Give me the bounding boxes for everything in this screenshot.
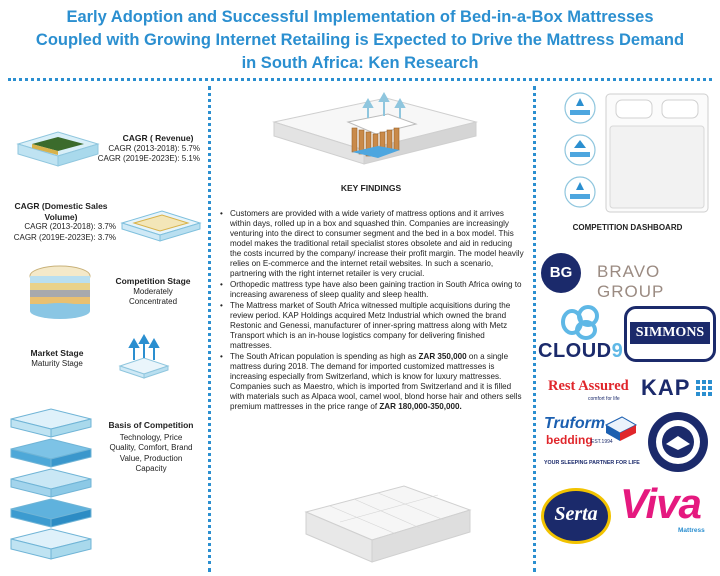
association-seal — [648, 412, 708, 472]
cagr-volume-forecast: CAGR (2019E-2023E): 3.7% — [13, 232, 116, 242]
simmons-logo: SIMMONS — [630, 322, 710, 344]
title-line-1: Early Adoption and Successful Implementa… — [66, 8, 654, 26]
competition-stage-block: Competition Stage Moderately Concentrate… — [105, 276, 201, 308]
basis-line-1: Technology, Price — [119, 432, 183, 442]
cagr-revenue-block: CAGR ( Revenue) CAGR (2013-2018): 5.7% C… — [96, 133, 200, 165]
cagr-revenue-forecast: CAGR (2019E-2023E): 5.1% — [97, 154, 200, 163]
finding-item: The South African population is spending… — [220, 352, 525, 412]
basis-line-3: Value, Production — [119, 453, 183, 463]
column-divider-right — [533, 86, 536, 572]
competition-stage-line-1: Moderately — [133, 286, 173, 296]
bravo-group-logo-mark: BG — [541, 253, 581, 293]
competition-dashboard-title: COMPETITION DASHBOARD — [572, 223, 683, 232]
cagr-volume-heading-2: Volume) — [44, 211, 78, 222]
market-stage-block: Market Stage Maturity Stage — [14, 348, 100, 369]
finding-text: The South African population is spending… — [230, 352, 419, 361]
finding-item: Customers are provided with a wide varie… — [220, 209, 525, 279]
mattress-stack-icon — [29, 265, 91, 319]
basis-heading: Basis of Competition — [108, 420, 194, 430]
page-title: Early Adoption and Successful Implementa… — [0, 6, 720, 75]
kap-grid-icon — [696, 380, 712, 396]
finding-item: The Mattress market of South Africa witn… — [220, 301, 525, 351]
finding-highlight: ZAR 180,000-350,000. — [379, 402, 462, 411]
cagr-revenue-historic: CAGR (2013-2018): 5.7% — [108, 143, 200, 153]
truform-bedding: bedding — [546, 433, 593, 447]
cloud9-icon — [561, 305, 599, 340]
mattress-cross-section-image — [272, 92, 478, 165]
column-divider-left — [208, 86, 211, 572]
mattress-layers-exploded-icon — [10, 408, 92, 560]
truform-logo: Truform — [544, 415, 606, 432]
basis-of-competition-block: Basis of Competition Technology, Price Q… — [97, 420, 205, 475]
cloud9-number: 9 — [611, 340, 624, 362]
mattress-product-image — [304, 485, 472, 563]
cloud9-text: CLOUD — [538, 340, 612, 362]
finding-text: Orthopedic mattress type have also been … — [230, 280, 522, 299]
cloud9-logo: CLOUD9 — [538, 340, 623, 363]
viva-mattress-label: Mattress — [678, 527, 705, 534]
key-findings-title: KEY FINDINGS — [340, 183, 402, 193]
serta-logo-badge — [541, 488, 611, 544]
truform-mattress-icon — [604, 416, 638, 441]
viva-logo: Viva — [620, 480, 702, 527]
competition-stage-line-2: Concentrated — [128, 297, 178, 306]
market-stage-value: Maturity Stage — [31, 358, 83, 368]
breathable-mattress-icon — [118, 334, 170, 379]
kap-logo: KAP — [641, 375, 691, 400]
cagr-revenue-heading: CAGR ( Revenue) — [122, 133, 194, 143]
rest-assured-tagline: comfort for life — [588, 396, 620, 402]
cagr-volume-heading-1: CAGR (Domestic Sales — [14, 201, 108, 211]
header-divider — [8, 78, 712, 81]
title-line-3: in South Africa: Ken Research — [241, 54, 479, 72]
finding-text: Customers are provided with a wide varie… — [230, 209, 524, 278]
mattress-layers-icon — [120, 210, 202, 242]
bravo-group-logo: BRAVO GROUP — [597, 262, 665, 301]
mattress-features-image — [564, 92, 709, 213]
market-stage-heading: Market Stage — [30, 348, 84, 358]
competition-stage-heading: Competition Stage — [115, 276, 191, 286]
cagr-volume-historic: CAGR (2013-2018): 3.7% — [24, 222, 116, 231]
mattress-cutaway-icon — [16, 131, 100, 167]
basis-line-2: Quality, Comfort, Brand — [109, 443, 193, 452]
title-line-2: Coupled with Growing Internet Retailing … — [35, 31, 685, 49]
finding-text: The Mattress market of South Africa witn… — [230, 301, 511, 350]
cagr-volume-block: CAGR (Domestic Sales Volume) CAGR (2013-… — [6, 201, 116, 243]
rest-assured-logo: Rest Assured — [548, 378, 629, 394]
serta-logo: Serta — [554, 503, 598, 525]
finding-item: Orthopedic mattress type have also been … — [220, 280, 525, 300]
basis-line-4: Capacity — [135, 464, 167, 473]
truform-established: EST.1994 — [591, 439, 613, 445]
finding-text: on a single mattress during 2018. The de… — [230, 352, 522, 411]
truform-tagline: YOUR SLEEPING PARTNER FOR LIFE — [544, 460, 640, 466]
key-findings-list: Customers are provided with a wide varie… — [220, 209, 525, 413]
finding-highlight: ZAR 350,000 — [418, 352, 467, 361]
